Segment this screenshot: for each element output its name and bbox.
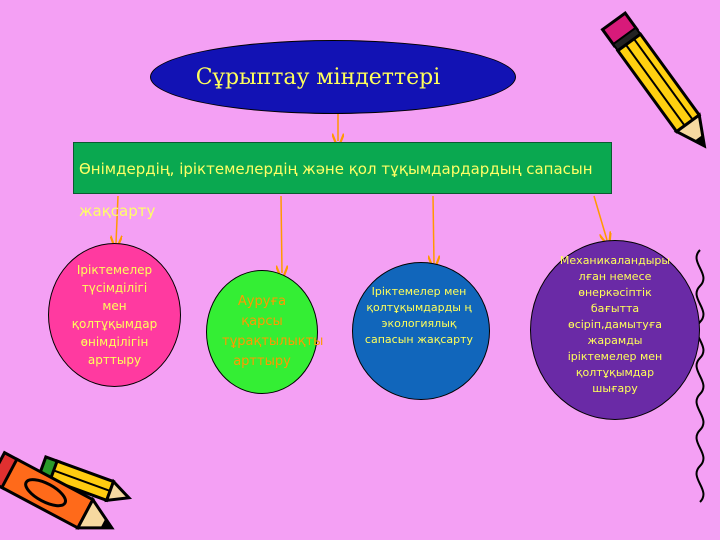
main-task-text: Өнімдердің, іріктемелердің және қол тұқы… [79, 160, 593, 220]
subtask-text-2: Ауруға қарсы тұрақтылықты арттыру [222, 294, 324, 369]
connector-main-to-subtask-4 [593, 195, 607, 240]
subtask-circle-4: Механикаландыры лған немесе өнеркәсіптік… [530, 240, 700, 420]
subtask-circle-3: Іріктемелер мен қолтұқымдарды ң экология… [352, 262, 490, 400]
title-ellipse: Сұрыптау міндеттері [150, 40, 516, 114]
squiggle-border-decoration [695, 249, 705, 503]
subtask-text-1: Іріктемелер түсімділігі мен қолтұқымдар … [71, 263, 158, 367]
subtask-text-3: Іріктемелер мен қолтұқымдарды ң экология… [364, 285, 474, 346]
connector-main-to-subtask-3 [433, 195, 434, 263]
pencil-clipart-icon [600, 11, 707, 149]
subtask-circle-2: Ауруға қарсы тұрақтылықты арттыру [206, 270, 324, 394]
main-task-box [73, 142, 612, 194]
connector-main-to-subtask-2 [281, 195, 282, 273]
pencils-clipart-icon [0, 450, 133, 530]
connector-main-to-subtask-1 [116, 195, 118, 243]
subtask-circle-1: Іріктемелер түсімділігі мен қолтұқымдар … [48, 243, 181, 387]
subtask-text-4: Механикаландыры лған немесе өнеркәсіптік… [559, 254, 671, 395]
diagram-title: Сұрыптау міндеттері [195, 64, 441, 90]
